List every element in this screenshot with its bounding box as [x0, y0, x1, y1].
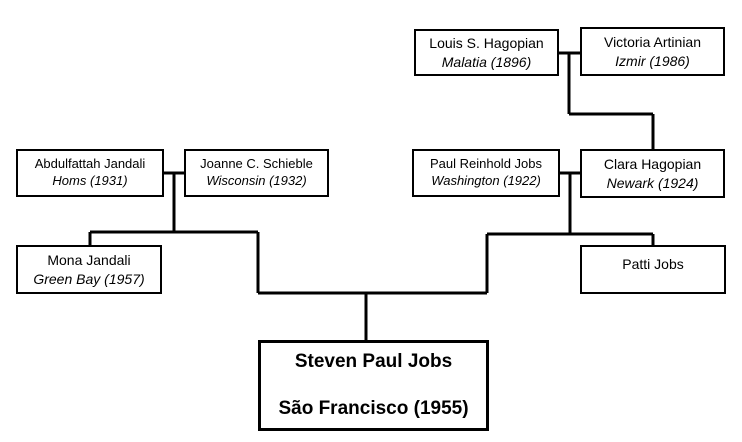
person-mona-jandali: Mona Jandali Green Bay (1957): [16, 245, 162, 294]
person-paul-reinhold-jobs: Paul Reinhold Jobs Washington (1922): [412, 149, 560, 197]
person-clara-hagopian: Clara Hagopian Newark (1924): [580, 149, 725, 198]
person-victoria-artinian: Victoria Artinian Izmir (1986): [580, 27, 725, 76]
person-patti-jobs: Patti Jobs: [580, 245, 726, 294]
person-name: Mona Jandali: [47, 252, 131, 269]
person-name: Clara Hagopian: [603, 156, 702, 173]
person-birth-year: (1957): [104, 270, 145, 287]
person-birth-year: (1896): [490, 53, 532, 70]
person-name: Steven Paul Jobs: [294, 350, 453, 372]
person-abdulfattah-jandali: Abdulfattah Jandali Homs (1931): [16, 149, 164, 197]
person-louis-hagopian: Louis S. Hagopian Malatia (1896): [414, 29, 559, 76]
person-birth-year: (1986): [649, 52, 690, 69]
person-steven-paul-jobs: Steven Paul Jobs São Francisco (1955): [258, 340, 489, 431]
person-birth-year: (1922): [503, 173, 541, 188]
person-joanne-schieble: Joanne C. Schieble Wisconsin (1932): [184, 149, 329, 197]
person-birthplace: Green Bay: [33, 270, 101, 287]
person-birth-year: (1924): [657, 174, 699, 191]
person-name: Abdulfattah Jandali: [34, 156, 146, 172]
person-name: Louis S. Hagopian: [429, 35, 544, 52]
person-name: Paul Reinhold Jobs: [429, 156, 543, 172]
person-birthplace: Wisconsin: [206, 173, 266, 188]
person-name: Joanne C. Schieble: [200, 156, 313, 172]
person-birthplace: Homs: [52, 173, 87, 188]
person-birthplace: Washington: [431, 173, 500, 188]
person-birth-year: (1932): [269, 173, 307, 188]
person-birthplace: Izmir: [615, 52, 646, 69]
person-name: Patti Jobs: [622, 256, 684, 272]
person-birthplace: Newark: [606, 174, 655, 191]
person-name: Victoria Artinian: [603, 34, 701, 51]
person-birth-year: (1931): [90, 173, 128, 188]
person-birthplace: Malatia: [441, 53, 487, 70]
person-birthplace-year: São Francisco (1955): [278, 397, 469, 419]
